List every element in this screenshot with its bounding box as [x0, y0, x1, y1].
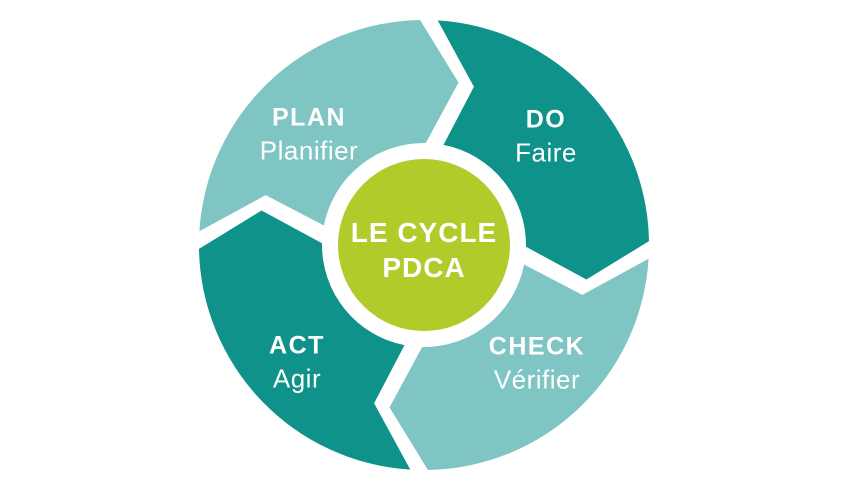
segment-act-arrow	[199, 210, 411, 470]
segment-do-arrow	[437, 20, 649, 280]
segment-plan-arrow	[199, 20, 459, 232]
segment-check-arrow	[389, 258, 649, 470]
center-circle	[338, 159, 510, 331]
